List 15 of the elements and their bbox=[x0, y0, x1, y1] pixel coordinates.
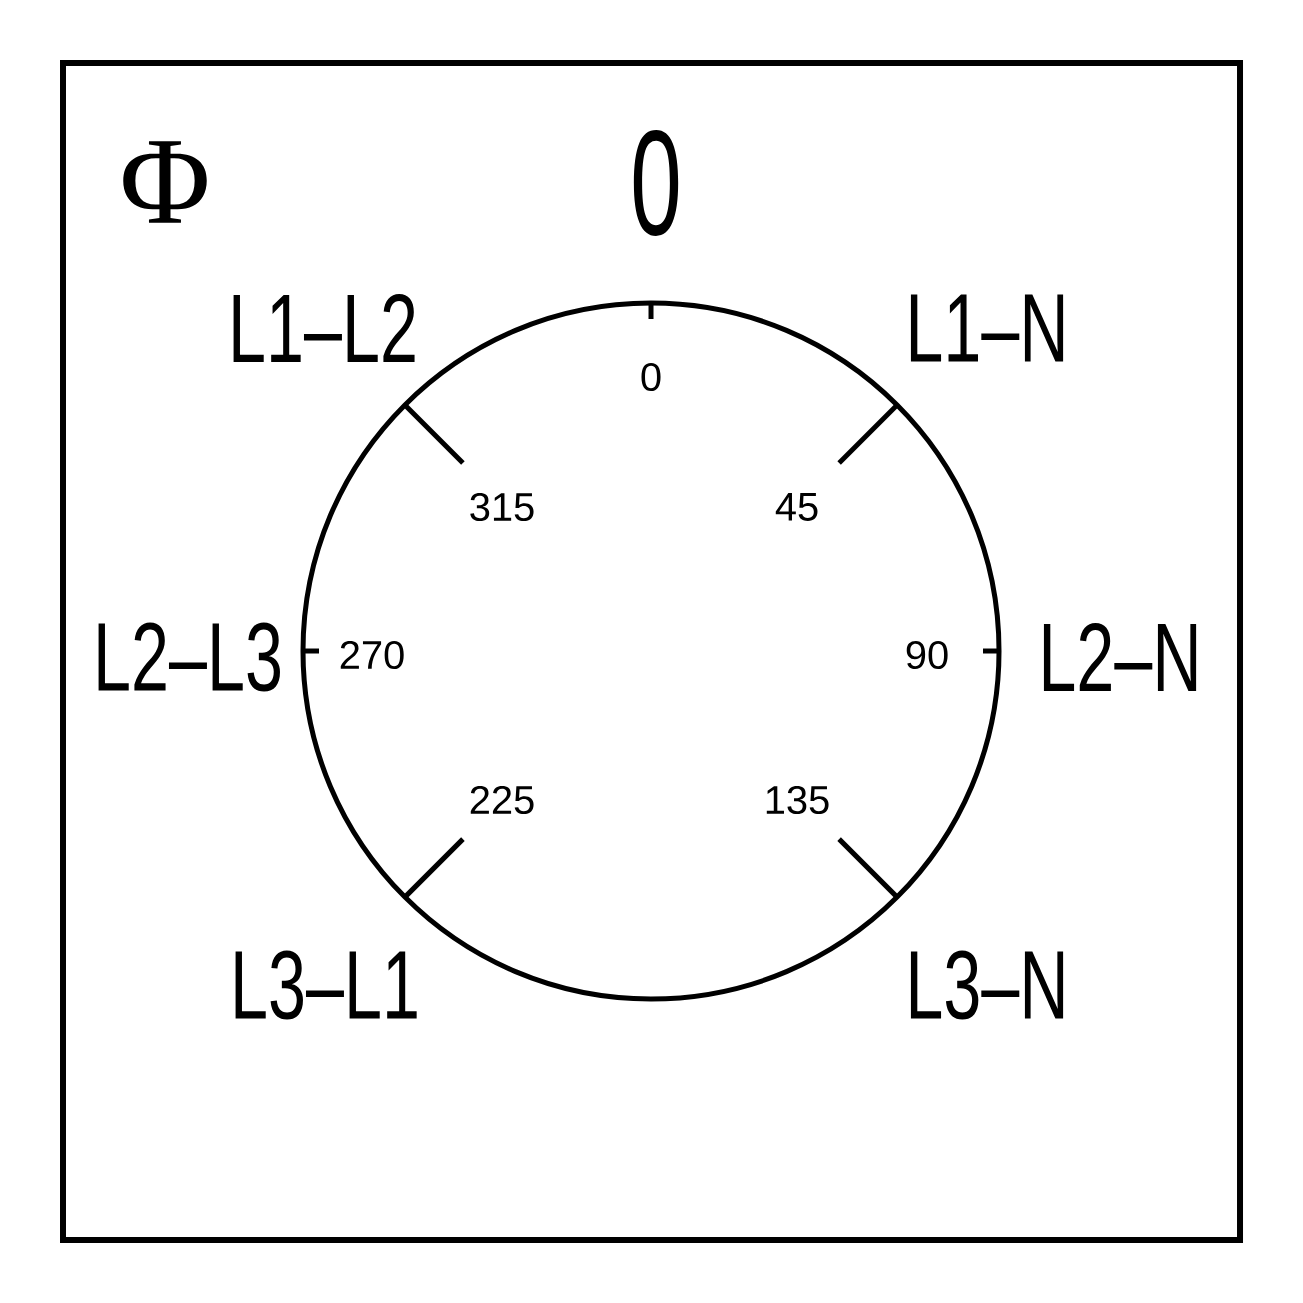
position-label: L3–L1 bbox=[235, 950, 417, 1020]
angle-label: 270 bbox=[340, 640, 404, 670]
position-label: L2–N bbox=[1043, 622, 1197, 692]
angle-label: 135 bbox=[766, 785, 829, 815]
position-label: L1–N bbox=[910, 294, 1064, 362]
angle-label: 0 bbox=[641, 362, 661, 392]
position-label: 0 bbox=[633, 130, 679, 236]
angle-label: 45 bbox=[775, 493, 818, 521]
angle-label: 90 bbox=[906, 640, 948, 670]
angle-label: 315 bbox=[470, 492, 534, 522]
symbol-label: Φ bbox=[123, 141, 207, 223]
position-label: L1–L2 bbox=[233, 293, 415, 363]
angle-label: 225 bbox=[470, 785, 534, 815]
position-label: L3–N bbox=[910, 950, 1064, 1020]
position-label: L2–L3 bbox=[98, 622, 280, 692]
